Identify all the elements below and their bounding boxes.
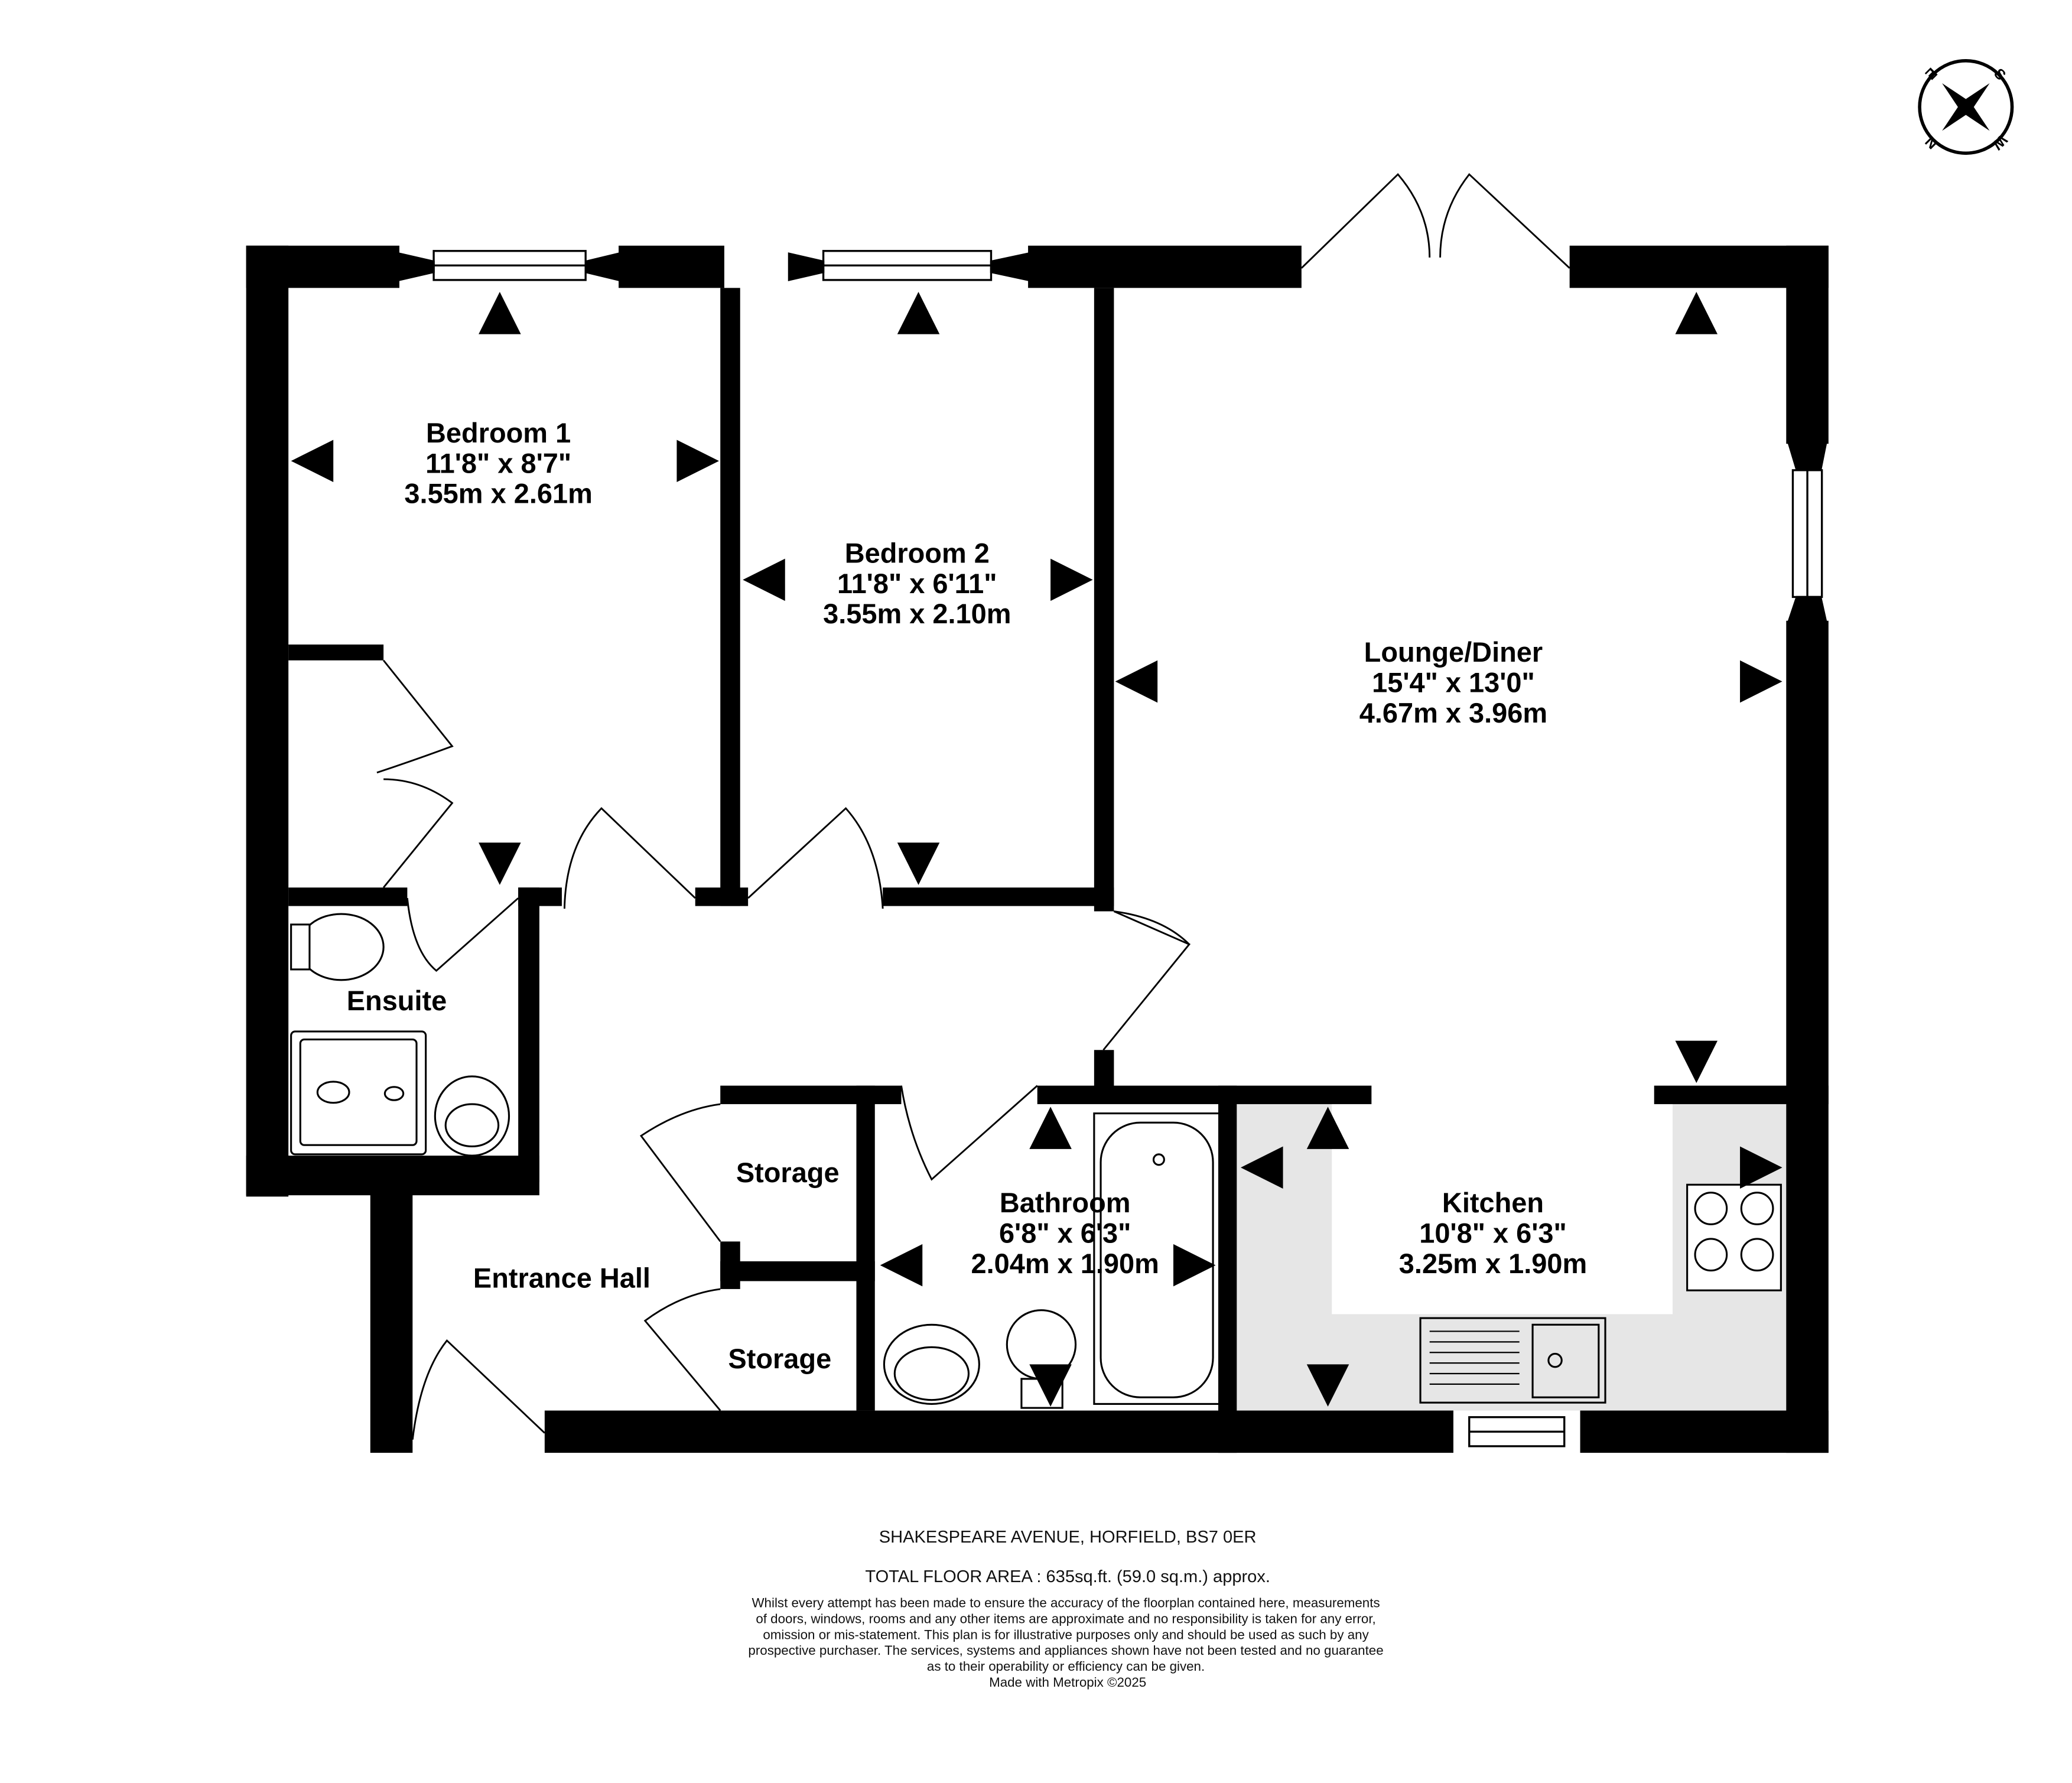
ensuite-label: Ensuite — [347, 985, 447, 1016]
storage-2-label: Storage — [728, 1343, 831, 1374]
fixtures — [290, 913, 1782, 1409]
footer: SHAKESPEARE AVENUE, HORFIELD, BS7 0ER TO… — [748, 1528, 1387, 1690]
address: SHAKESPEARE AVENUE, HORFIELD, BS7 0ER — [879, 1528, 1257, 1547]
doors — [376, 173, 1570, 1440]
total-floor-area: TOTAL FLOOR AREA : 635sq.ft. (59.0 sq.m.… — [865, 1567, 1270, 1586]
storage-1-label: Storage — [736, 1157, 840, 1188]
windows — [398, 250, 1827, 1447]
svg-text:N: N — [1921, 134, 1940, 153]
kitchen-floor — [1237, 1104, 1787, 1411]
disclaimer: Whilst every attempt has been made to en… — [748, 1596, 1387, 1690]
compass: N E S W — [1918, 59, 2014, 155]
svg-text:E: E — [1922, 64, 1940, 83]
entrance-hall-label: Entrance Hall — [473, 1263, 650, 1294]
walls — [246, 245, 1829, 1453]
compass-star-icon — [1942, 83, 1990, 131]
svg-text:W: W — [1989, 132, 2010, 153]
dimension-arrows — [291, 292, 1782, 1407]
